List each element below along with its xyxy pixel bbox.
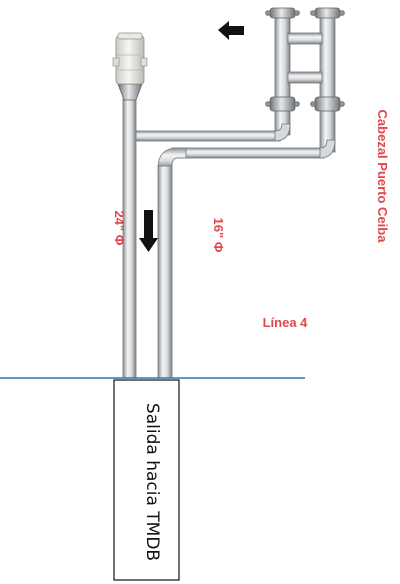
outlet-box — [113, 379, 180, 581]
diameter-16-label: 16" Φ — [211, 218, 226, 253]
arrow-left-icon — [218, 21, 244, 40]
diameter-24-label: 24" Φ — [112, 211, 127, 246]
valve-body — [115, 35, 145, 85]
vertical-lines — [122, 98, 173, 379]
header-label: Cabezal Puerto Ceiba — [375, 110, 390, 244]
manifold-crossbar-bottom — [287, 71, 323, 84]
valve-assembly — [112, 32, 148, 101]
pipe-vertical-16 — [157, 165, 173, 379]
arrow-down-icon — [139, 210, 158, 252]
manifold-crossbar-top — [287, 32, 323, 45]
reducer-cone — [117, 83, 143, 101]
flange-top-right — [310, 7, 345, 19]
outlet-label: Salida hacia TMDB — [142, 403, 162, 561]
pipe-horizontal-24 — [133, 130, 281, 142]
connecting-pipes — [133, 123, 336, 169]
line-label: Línea 4 — [263, 315, 309, 330]
flange-lower-left — [265, 96, 300, 112]
header-manifold — [265, 7, 345, 153]
flange-top-left — [265, 7, 300, 19]
pipe-horizontal-16 — [171, 147, 325, 159]
flange-lower-right — [310, 96, 345, 112]
